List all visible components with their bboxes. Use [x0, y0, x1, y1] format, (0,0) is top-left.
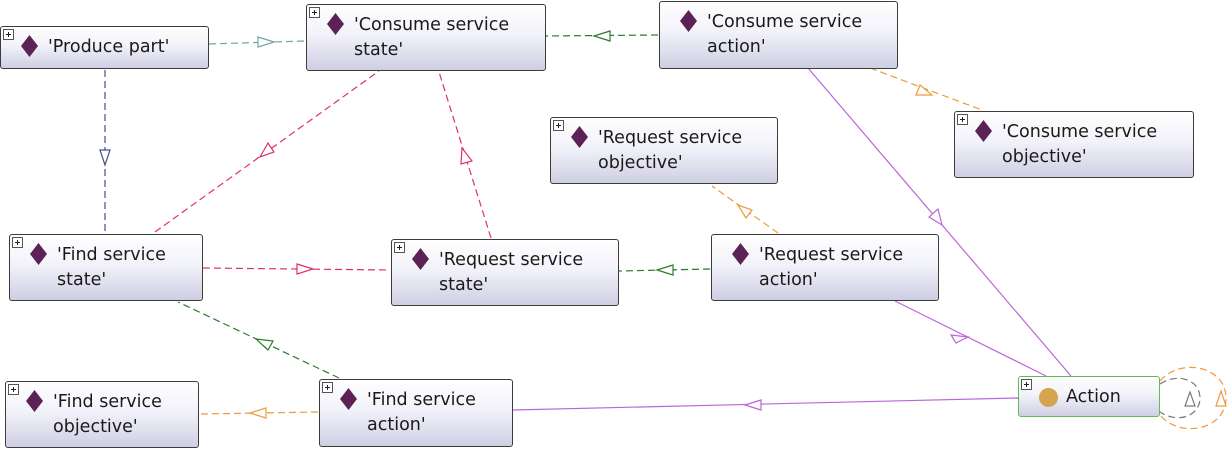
node-label: 'Request service objective': [598, 128, 743, 173]
node-request-service-action[interactable]: 'Request service action': [711, 234, 939, 301]
node-find-service-action[interactable]: 'Find service action': [319, 379, 513, 447]
diamond-icon: [571, 126, 588, 148]
edge-request-service-action-to-request-service-objective: [711, 185, 779, 234]
expand-icon[interactable]: [1021, 379, 1032, 390]
diamond-icon: [340, 388, 357, 410]
edge-arrowhead: [949, 334, 971, 344]
node-action[interactable]: Action: [1018, 376, 1160, 417]
node-consume-service-objective[interactable]: 'Consume service objective': [954, 111, 1194, 178]
diamond-icon: [21, 35, 38, 57]
edge-arrowhead: [460, 146, 474, 165]
node-find-service-state[interactable]: 'Find service state': [9, 234, 203, 301]
node-label: 'Find service state': [57, 245, 166, 290]
edge-arrowhead: [1184, 390, 1196, 407]
expand-icon[interactable]: [957, 114, 968, 125]
edge-arrowhead: [257, 36, 277, 48]
edge-consume-service-action-to-consume-service-objective: [869, 67, 983, 111]
edge-arrowhead: [742, 399, 762, 411]
node-label: 'Consume service action': [707, 12, 863, 57]
diamond-icon: [680, 10, 697, 32]
circle-icon: [1039, 388, 1058, 407]
diamond-icon: [327, 13, 344, 35]
node-label: 'Produce part': [48, 37, 170, 57]
diamond-icon: [412, 248, 429, 270]
edge-arrowhead: [258, 141, 275, 159]
expand-icon[interactable]: [394, 242, 405, 253]
diamond-icon: [732, 243, 749, 265]
edge-request-service-state-to-consume-service-state: [438, 71, 492, 239]
node-label: 'Find service action': [367, 390, 476, 435]
expand-icon[interactable]: [8, 384, 19, 395]
node-produce-part[interactable]: 'Produce part': [0, 26, 209, 69]
edge-arrowhead: [591, 30, 611, 42]
node-label: 'Consume service state': [354, 15, 510, 60]
edge-arrowhead: [915, 84, 934, 96]
node-label: 'Consume service objective': [1002, 122, 1158, 167]
edge-arrowhead: [927, 207, 943, 227]
diamond-icon: [30, 243, 47, 265]
edge-arrowhead: [296, 263, 316, 275]
node-label: 'Find service objective': [53, 392, 162, 437]
expand-icon[interactable]: [553, 120, 564, 131]
node-find-service-objective[interactable]: 'Find service objective': [5, 381, 199, 448]
edge-arrowhead: [1215, 389, 1227, 407]
edge-find-service-action-to-action: [512, 397, 1019, 411]
expand-icon[interactable]: [322, 382, 333, 393]
edge-arrowhead: [736, 203, 753, 220]
diamond-icon: [26, 390, 43, 412]
node-request-service-state[interactable]: 'Request service state': [391, 239, 619, 306]
node-consume-service-state[interactable]: 'Consume service state': [306, 4, 546, 71]
node-label: 'Request service action': [759, 245, 904, 290]
expand-icon[interactable]: [3, 29, 14, 40]
edge-arrowhead: [654, 264, 674, 276]
edge-action-self-loop-grey: [1159, 377, 1201, 419]
node-consume-service-action[interactable]: 'Consume service action': [659, 1, 898, 69]
node-label: Action: [1066, 387, 1121, 407]
edge-request-service-action-to-action: [894, 300, 1047, 377]
expand-icon[interactable]: [309, 7, 320, 18]
node-label: 'Request service state': [439, 250, 584, 295]
edge-arrowhead: [254, 338, 274, 351]
diamond-icon: [975, 120, 992, 142]
expand-icon[interactable]: [12, 237, 23, 248]
edge-produce-part-to-consume-service-state: [208, 40, 306, 45]
edge-arrowhead: [247, 407, 267, 419]
edge-arrowhead: [99, 149, 111, 167]
edge-action-self-loop-orange: [1159, 366, 1227, 430]
node-request-service-objective[interactable]: 'Request service objective': [550, 117, 778, 184]
